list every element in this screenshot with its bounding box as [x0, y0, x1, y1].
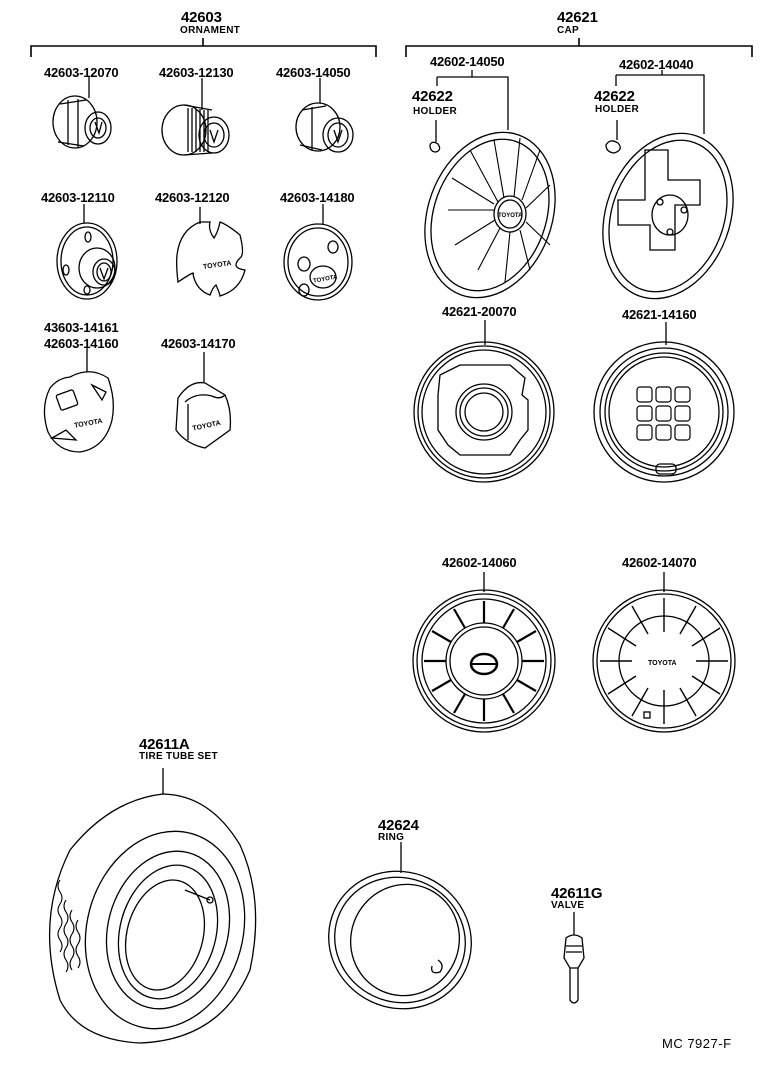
part-label-43603-14161[interactable]: 43603-14161: [44, 320, 119, 335]
ornament-14170-drawing[interactable]: TOYOTA: [175, 352, 232, 449]
part-label-42602-14040[interactable]: 42602-14040: [619, 57, 694, 72]
ornament-12130-drawing[interactable]: [161, 78, 230, 156]
ring-name: RING: [378, 832, 405, 843]
svg-text:TOYOTA: TOYOTA: [203, 260, 232, 271]
holder-number-right[interactable]: 42622: [594, 88, 635, 105]
tire-tube-set-drawing[interactable]: [48, 768, 267, 1047]
part-label-42603-14170[interactable]: 42603-14170: [161, 336, 236, 351]
part-label-42621-14160[interactable]: 42621-14160: [622, 307, 697, 322]
valve-drawing[interactable]: [563, 912, 585, 1004]
part-label-42602-14050[interactable]: 42602-14050: [430, 54, 505, 69]
part-label-42603-12120[interactable]: 42603-12120: [155, 190, 230, 205]
cap-14160-drawing[interactable]: [593, 322, 735, 483]
ornament-14160-drawing[interactable]: TOYOTA: [43, 348, 114, 453]
tire-tube-set-number[interactable]: 42611A: [139, 736, 190, 753]
holder-name-right: HOLDER: [595, 104, 640, 115]
holder-number-left[interactable]: 42622: [412, 88, 453, 105]
svg-text:TOYOTA: TOYOTA: [498, 213, 523, 219]
valve-name: VALVE: [551, 900, 585, 911]
svg-text:TOYOTA: TOYOTA: [313, 274, 339, 284]
part-label-42603-14160[interactable]: 42603-14160: [44, 336, 119, 351]
valve-number[interactable]: 42611G: [551, 885, 603, 902]
part-label-42603-14180[interactable]: 42603-14180: [280, 190, 355, 205]
ornament-bracket: [30, 38, 377, 57]
ring-number[interactable]: 42624: [378, 817, 419, 834]
cap-14060-drawing[interactable]: [412, 572, 556, 733]
part-label-42603-14050[interactable]: 42603-14050: [276, 65, 351, 80]
svg-text:TOYOTA: TOYOTA: [74, 418, 103, 430]
ornament-group-name: ORNAMENT: [180, 25, 241, 36]
cap-bracket: [405, 38, 753, 57]
cap-14070-drawing[interactable]: TOYOTA: [592, 572, 736, 733]
svg-text:TOYOTA: TOYOTA: [648, 660, 677, 667]
ornament-14050-drawing[interactable]: [295, 78, 354, 153]
ornament-12070-drawing[interactable]: [52, 76, 112, 149]
part-label-42602-14060[interactable]: 42602-14060: [442, 555, 517, 570]
cap-group-number: 42621: [557, 9, 598, 26]
cap-group-name: CAP: [557, 25, 580, 36]
cap-14040-drawing[interactable]: [581, 70, 756, 317]
cap-20070-drawing[interactable]: [413, 320, 555, 483]
part-label-42603-12070[interactable]: 42603-12070: [44, 65, 119, 80]
tire-tube-set-name: TIRE TUBE SET: [139, 751, 218, 762]
ornament-12120-drawing[interactable]: TOYOTA: [176, 207, 246, 297]
ornament-14180-drawing[interactable]: TOYOTA: [283, 204, 353, 301]
cap-14050-drawing[interactable]: TOYOTA: [403, 70, 578, 316]
ring-drawing[interactable]: [306, 842, 494, 1032]
svg-text:TOYOTA: TOYOTA: [192, 420, 221, 433]
diagram-code: MC 7927-F: [662, 1036, 732, 1051]
ornament-12110-drawing[interactable]: [56, 204, 118, 300]
part-label-42621-20070[interactable]: 42621-20070: [442, 304, 517, 319]
ornament-group-number: 42603: [181, 9, 222, 26]
part-label-42602-14070[interactable]: 42602-14070: [622, 555, 697, 570]
part-label-42603-12110[interactable]: 42603-12110: [41, 190, 115, 205]
holder-name-left: HOLDER: [413, 106, 458, 117]
part-label-42603-12130[interactable]: 42603-12130: [159, 65, 234, 80]
